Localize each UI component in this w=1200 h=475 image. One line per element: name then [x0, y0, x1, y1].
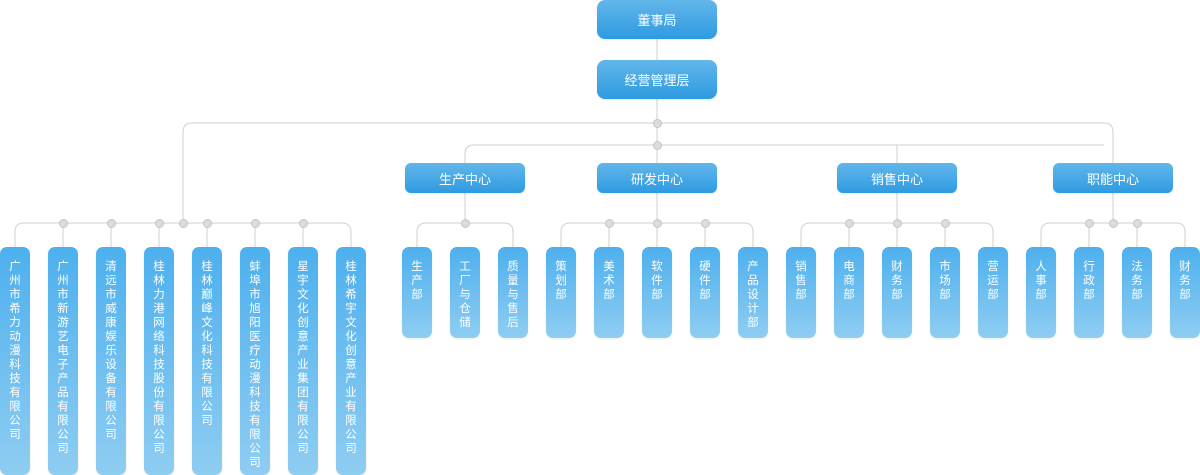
junction-dot — [58, 218, 68, 228]
company-label: 桂林希宇文化创意产业有限公司 — [345, 259, 357, 455]
board-label: 董事局 — [637, 14, 677, 29]
junction-dot — [250, 218, 260, 228]
company-node[interactable]: 蚌埠市旭阳医疗动漫科技有限公司 — [240, 247, 270, 475]
department-label: 人事部 — [1035, 259, 1047, 301]
center-node-functional[interactable]: 职能中心 — [1053, 163, 1173, 193]
company-node[interactable]: 广州市希力动漫科技有限公司 — [0, 247, 30, 475]
department-node[interactable]: 人事部 — [1026, 247, 1056, 338]
company-label: 桂林巅峰文化科技有限公司 — [201, 259, 213, 427]
department-label: 软件部 — [651, 259, 663, 301]
connector-line — [464, 144, 1104, 163]
department-label: 硬件部 — [699, 259, 711, 301]
junction-dot — [106, 218, 116, 228]
company-node[interactable]: 星宇文化创意产业集团有限公司 — [288, 247, 318, 475]
connector-line — [182, 122, 1114, 223]
junction-dot — [652, 118, 662, 128]
company-label: 星宇文化创意产业集团有限公司 — [297, 259, 309, 455]
department-node[interactable]: 软件部 — [642, 247, 672, 338]
company-label: 广州市新游艺电子产品有限公司 — [57, 259, 69, 455]
department-label: 美术部 — [603, 259, 615, 301]
department-node[interactable]: 质量与售后 — [498, 247, 528, 338]
department-label: 行政部 — [1083, 259, 1095, 301]
junction-dot — [298, 218, 308, 228]
department-label: 市场部 — [939, 259, 951, 301]
department-label: 产品设计部 — [747, 259, 759, 329]
junction-dot — [1084, 218, 1094, 228]
department-node[interactable]: 销售部 — [786, 247, 816, 338]
junction-dot — [202, 218, 212, 228]
company-label: 广州市希力动漫科技有限公司 — [9, 259, 21, 441]
junction-dot — [1132, 218, 1142, 228]
company-node[interactable]: 桂林力港网络科技股份有限公司 — [144, 247, 174, 475]
department-node[interactable]: 行政部 — [1074, 247, 1104, 338]
junction-dot — [940, 218, 950, 228]
department-node[interactable]: 财务部 — [1170, 247, 1200, 338]
department-node[interactable]: 市场部 — [930, 247, 960, 338]
department-label: 财务部 — [1179, 259, 1191, 301]
department-node[interactable]: 美术部 — [594, 247, 624, 338]
department-label: 法务部 — [1131, 259, 1143, 301]
junction-dot — [154, 218, 164, 228]
junction-dot — [700, 218, 710, 228]
department-node[interactable]: 硬件部 — [690, 247, 720, 338]
department-node[interactable]: 电商部 — [834, 247, 864, 338]
company-label: 清远市威康娱乐设备有限公司 — [105, 259, 117, 441]
department-label: 财务部 — [891, 259, 903, 301]
department-label: 电商部 — [843, 259, 855, 301]
department-node[interactable]: 法务部 — [1122, 247, 1152, 338]
center-node-sales[interactable]: 销售中心 — [837, 163, 957, 193]
department-label: 生产部 — [411, 259, 423, 301]
department-node[interactable]: 产品设计部 — [738, 247, 768, 338]
company-label: 桂林力港网络科技股份有限公司 — [153, 259, 165, 455]
department-node[interactable]: 营运部 — [978, 247, 1008, 338]
company-node[interactable]: 桂林巅峰文化科技有限公司 — [192, 247, 222, 475]
junction-dot — [652, 218, 662, 228]
junction-dot — [652, 140, 662, 150]
department-node[interactable]: 财务部 — [882, 247, 912, 338]
company-node[interactable]: 广州市新游艺电子产品有限公司 — [48, 247, 78, 475]
company-node[interactable]: 桂林希宇文化创意产业有限公司 — [336, 247, 366, 475]
junction-dot — [892, 218, 902, 228]
junction-dot — [844, 218, 854, 228]
department-node[interactable]: 工厂与仓储 — [450, 247, 480, 338]
department-label: 工厂与仓储 — [459, 259, 471, 329]
department-label: 营运部 — [987, 259, 999, 301]
center-node-rnd[interactable]: 研发中心 — [597, 163, 717, 193]
junction-dot — [178, 218, 188, 228]
management-node[interactable]: 经营管理层 — [597, 60, 717, 99]
junction-dot — [460, 218, 470, 228]
junction-dot — [1108, 218, 1118, 228]
department-label: 策划部 — [555, 259, 567, 301]
center-label: 职能中心 — [1086, 172, 1139, 188]
company-node[interactable]: 清远市威康娱乐设备有限公司 — [96, 247, 126, 475]
center-label: 销售中心 — [870, 172, 923, 188]
junction-dot — [604, 218, 614, 228]
department-node[interactable]: 策划部 — [546, 247, 576, 338]
department-node[interactable]: 生产部 — [402, 247, 432, 338]
board-node[interactable]: 董事局 — [597, 0, 717, 39]
management-label: 经营管理层 — [624, 74, 690, 89]
center-label: 生产中心 — [438, 172, 491, 188]
department-label: 质量与售后 — [507, 259, 519, 329]
company-label: 蚌埠市旭阳医疗动漫科技有限公司 — [249, 259, 261, 469]
center-label: 研发中心 — [630, 172, 683, 188]
department-label: 销售部 — [795, 259, 807, 301]
center-node-production[interactable]: 生产中心 — [405, 163, 525, 193]
